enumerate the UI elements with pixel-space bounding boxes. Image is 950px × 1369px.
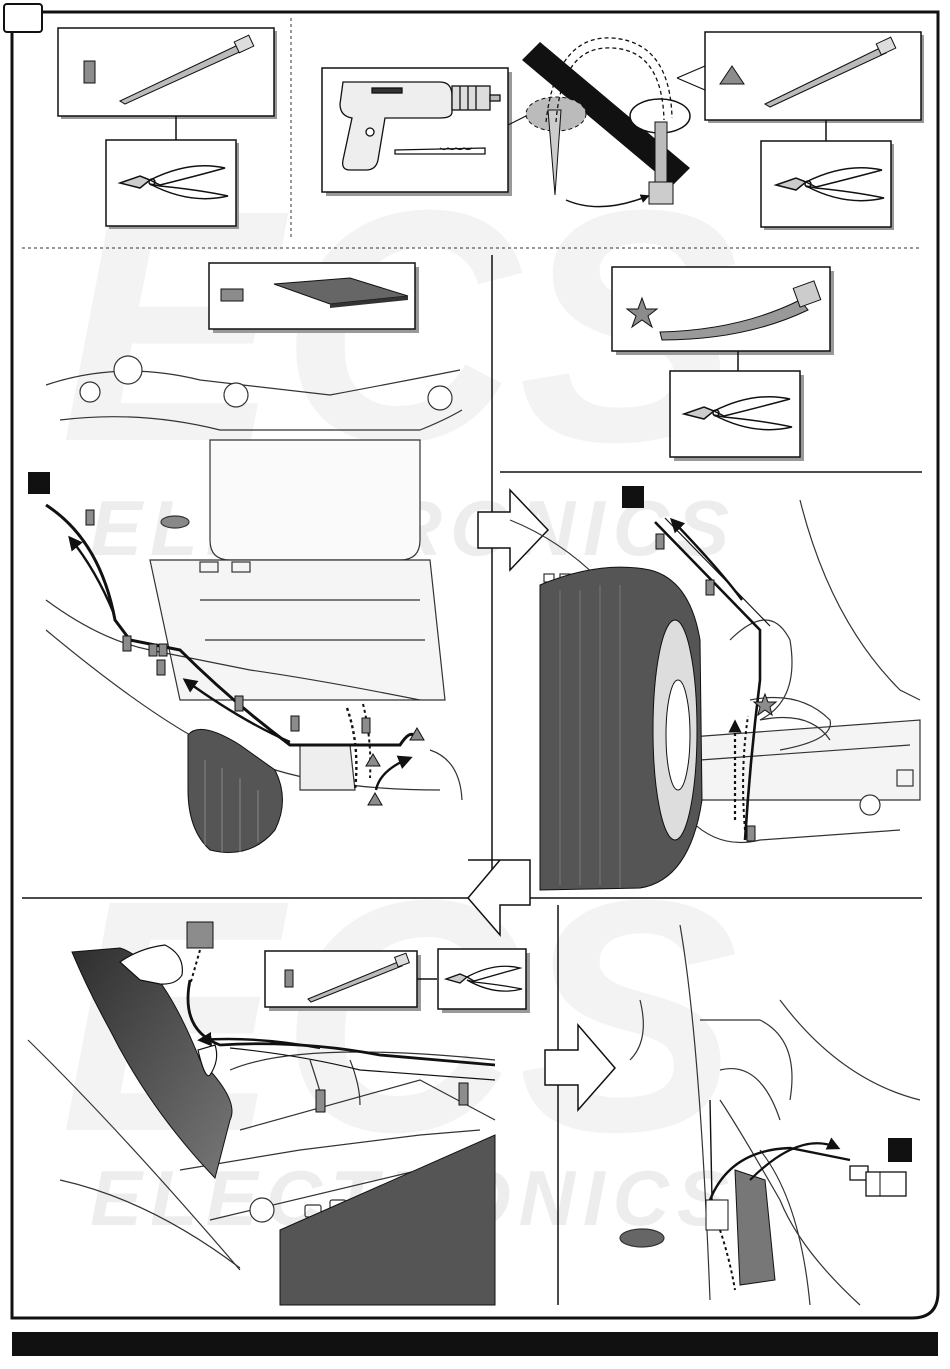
drill-box: [322, 68, 512, 196]
cable-tie-marker-icon: [285, 970, 293, 987]
pliers-box-2: [761, 141, 894, 230]
cable-tie-box: [58, 28, 277, 119]
pliers-box-3: [670, 371, 804, 461]
front-tire: [188, 729, 283, 852]
footer-bar: [12, 1332, 938, 1356]
strap-tie-box: [612, 267, 834, 355]
pliers-box-4: [438, 949, 530, 1013]
connector-plug-icon: [850, 1166, 906, 1196]
pad-marker-icon: [221, 289, 243, 301]
cable-tie-box-small: [265, 951, 421, 1011]
cable-tie-marker-icon: [84, 61, 95, 83]
bumper-marker-grey: [187, 922, 213, 948]
connector-bracket: [735, 1170, 775, 1285]
route-start-marker: [28, 472, 50, 494]
step-number-box: [4, 4, 42, 32]
route-start-marker: [622, 486, 644, 508]
rear-tire: [540, 567, 702, 890]
screw-tie-box: [705, 32, 924, 123]
route-start-marker: [888, 1138, 912, 1162]
pliers-box-1: [106, 140, 239, 229]
protective-pad-box: [209, 263, 419, 333]
grommet: [706, 1200, 728, 1230]
